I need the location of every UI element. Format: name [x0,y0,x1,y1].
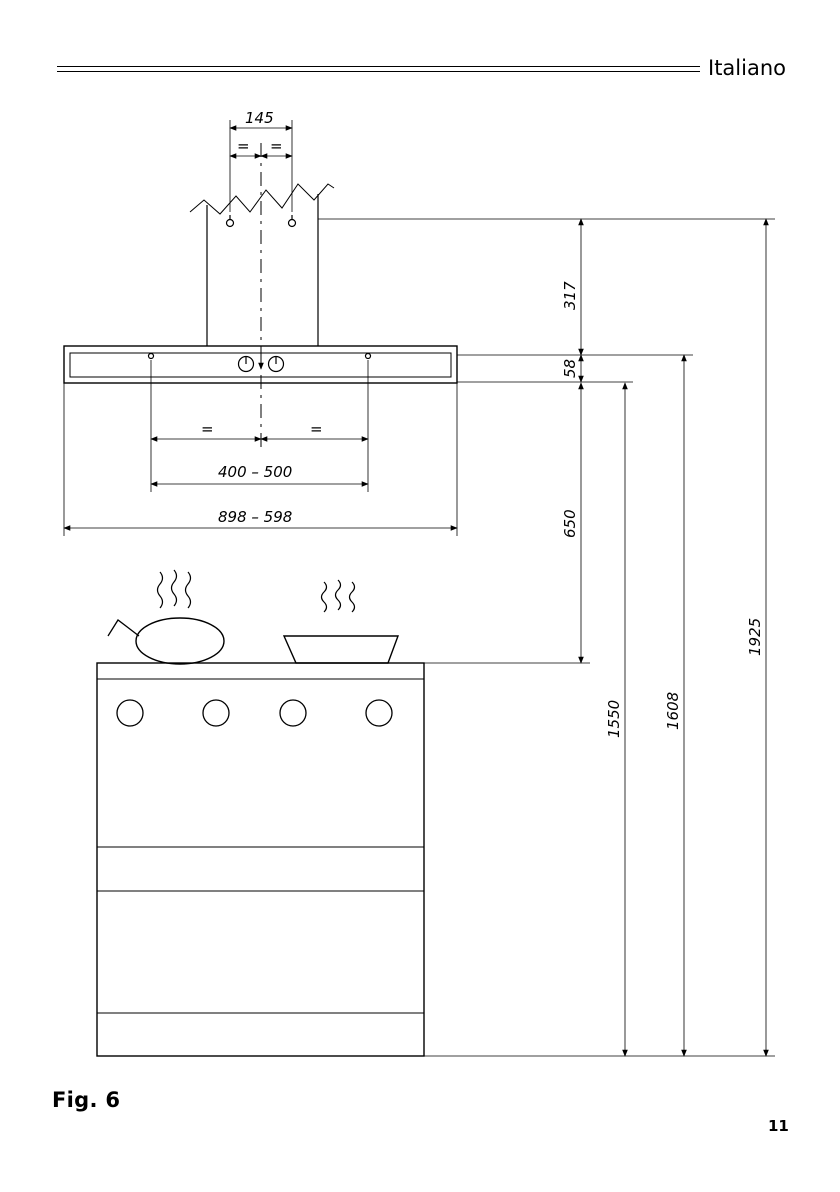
dimension-hood-to-hob: 650 [561,383,581,663]
figure-caption: Fig. 6 [52,1088,120,1112]
equal-mark: = [201,420,214,438]
dimension-height-hood-bottom: 1550 [605,383,625,1056]
wall-screw-icon [227,215,234,227]
burner-knob-icon [203,700,229,726]
equal-mark: = [310,420,323,438]
steam-icon [158,570,191,608]
kettle-icon [108,618,224,664]
dimension-label: 650 [561,509,579,538]
dimension-label: 58 [561,359,579,378]
dimension-fixing-distance: = = 400 – 500 [151,360,368,492]
page-number: 11 [768,1117,789,1135]
dimension-hood-thickness: 58 [561,355,581,382]
burner-knob-icon [117,700,143,726]
dimension-label: 1550 [605,700,623,738]
dimension-label: 1925 [746,618,764,656]
chimney [207,194,318,346]
steam-icon [322,580,355,612]
dimension-label: 1608 [664,692,682,730]
wall-screw-icon [289,215,296,227]
equal-mark: = [237,137,250,155]
burner-knob-icon [366,700,392,726]
dimension-label: 145 [245,109,274,127]
pot-icon [284,636,398,663]
control-knob-icon [269,357,284,372]
burner-knob-icon [280,700,306,726]
dimension-height-chimney-top: 1925 [746,219,766,1056]
dimension-chimney-height: 317 [561,219,581,355]
dimension-label: 317 [561,281,579,310]
control-knob-icon [239,357,254,372]
dimension-label: 898 – 598 [218,508,292,526]
equal-mark: = [270,137,283,155]
dimension-height-hood-top: 1608 [664,355,684,1056]
wall-break-line [190,184,334,214]
cooker [97,663,424,1056]
dimension-label: 400 – 500 [218,463,292,481]
